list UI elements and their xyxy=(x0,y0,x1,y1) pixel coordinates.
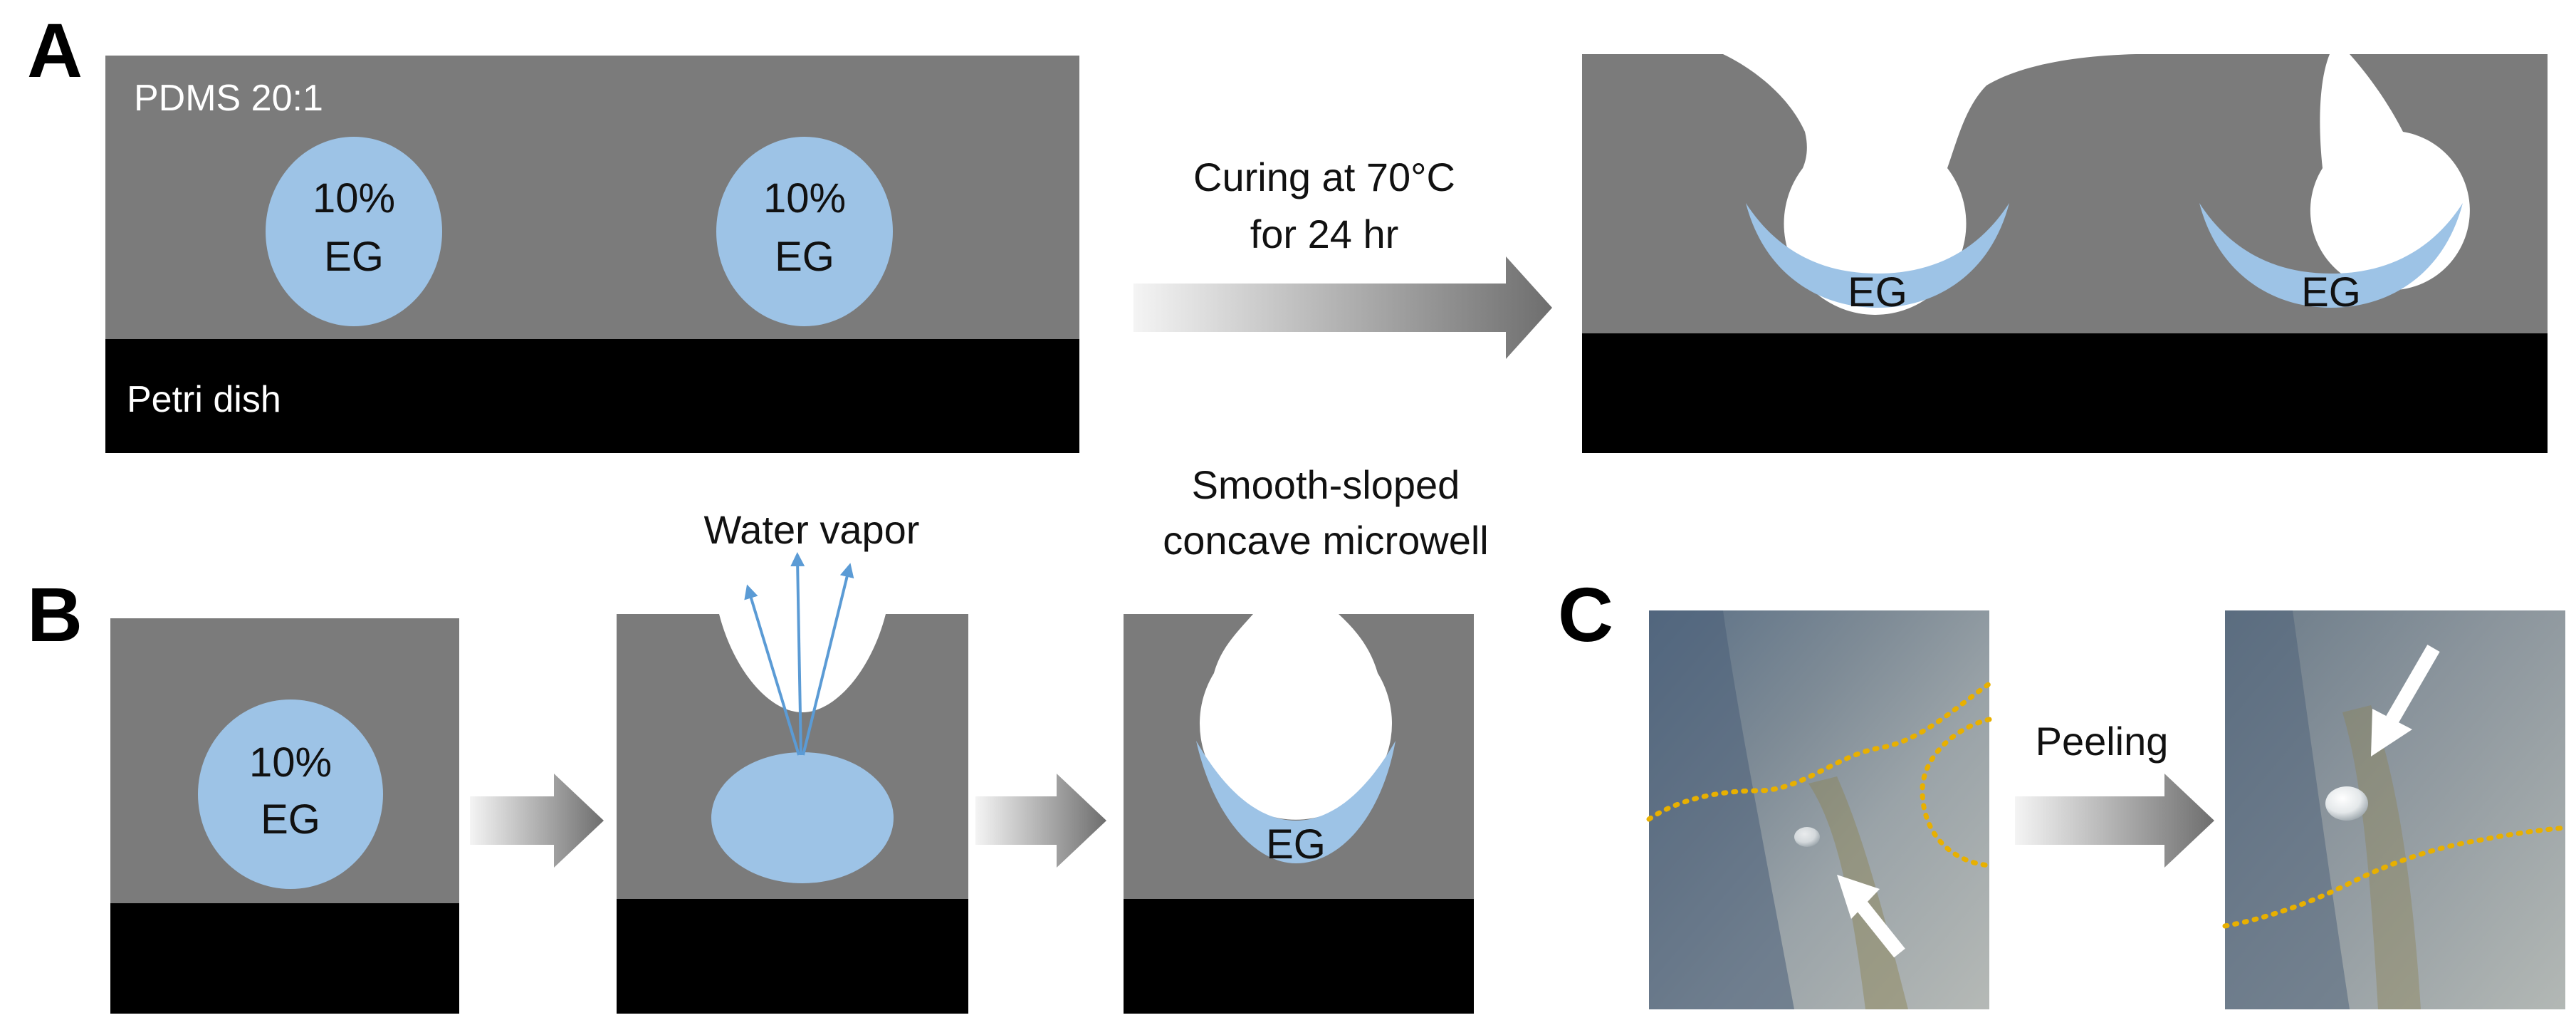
pdms-layer xyxy=(1582,54,2548,333)
panel-a-letter: A xyxy=(27,7,83,93)
result-label-line-1: Smooth-sloped xyxy=(1192,462,1460,507)
process-arrow xyxy=(975,774,1106,868)
panel-a-after: EG EG xyxy=(1582,54,2548,453)
vapor-arrow xyxy=(790,552,805,756)
microwell-spot xyxy=(2325,786,2368,821)
panel-c-letter: C xyxy=(1558,571,1613,657)
result-label-line-2: concave microwell xyxy=(1163,518,1489,563)
microwell-spot xyxy=(1794,827,1820,847)
panel-b-step-3: Smooth-sloped concave microwell EG xyxy=(1124,462,1489,1014)
pointer-arrow xyxy=(2386,644,2440,724)
eg-droplet xyxy=(266,137,442,326)
peeling-step: Peeling xyxy=(2015,719,2214,868)
droplet-ratio-label: 10% xyxy=(763,175,846,222)
droplet-ratio-label: 10% xyxy=(313,175,395,222)
vapor-arrow xyxy=(744,584,800,756)
pointer-arrow xyxy=(1854,898,1905,958)
eg-residue xyxy=(1196,741,1396,863)
pointer-arrow-head xyxy=(2371,709,2412,756)
droplet-material-label: EG xyxy=(775,234,834,280)
curing-step: Curing at 70°C for 24 hr xyxy=(1133,155,1552,359)
eg-label: EG xyxy=(1848,269,1907,316)
water-vapor-label: Water vapor xyxy=(704,507,920,552)
eg-residue xyxy=(1746,203,2009,308)
petri-dish xyxy=(110,903,459,1014)
petri-dish xyxy=(617,899,968,1014)
eg-residue xyxy=(2199,203,2463,308)
droplet-material-label: EG xyxy=(261,796,320,843)
eg-droplet xyxy=(716,137,893,326)
dashed-boundary xyxy=(1646,681,1992,822)
dashed-boundary xyxy=(1920,717,1992,868)
panel-a: A PDMS 20:1 Petri dish 10% EG 10% EG Cur… xyxy=(27,7,2548,453)
pointer-arrow-head xyxy=(1837,875,1880,919)
peeling-label: Peeling xyxy=(2036,719,2169,764)
eg-label: EG xyxy=(1266,821,1326,868)
droplet-ratio-label: 10% xyxy=(249,739,332,786)
panel-a-before: PDMS 20:1 Petri dish 10% EG 10% EG xyxy=(105,56,1079,453)
panel-b-step-2: Water vapor xyxy=(617,507,968,1014)
dashed-boundary xyxy=(2222,825,2568,929)
vapor-arrow xyxy=(802,563,854,756)
curing-step-line-2: for 24 hr xyxy=(1250,212,1399,256)
panel-b-letter: B xyxy=(27,571,83,657)
photo-shadow xyxy=(2225,610,2350,1009)
curing-step-line-1: Curing at 70°C xyxy=(1193,155,1455,199)
petri-dish xyxy=(105,339,1079,453)
photo-after-peeling xyxy=(2222,610,2568,1009)
panel-c: C Peeling xyxy=(1558,571,2568,1009)
petri-dish xyxy=(1582,333,2548,453)
pdms-label: PDMS 20:1 xyxy=(134,78,323,119)
pdms-layer xyxy=(105,56,1079,339)
panel-b-step-1: 10% EG xyxy=(110,618,459,1014)
photo-shadow xyxy=(2342,705,2421,1009)
petri-dish xyxy=(1124,899,1474,1014)
eg-label: EG xyxy=(2301,269,2361,316)
panel-b: B 10% EG Water vapor Smooth-sloped conca… xyxy=(27,462,1489,1014)
process-arrow xyxy=(470,774,604,868)
peeling-arrow xyxy=(2015,774,2214,868)
pdms-layer xyxy=(1124,614,1474,899)
photo-shadow xyxy=(1649,610,1794,1009)
droplet-material-label: EG xyxy=(324,234,384,280)
photo-before-peeling xyxy=(1646,610,1992,1009)
petri-dish-label: Petri dish xyxy=(127,379,281,420)
eg-droplet xyxy=(711,752,894,883)
curing-arrow xyxy=(1133,256,1552,359)
eg-droplet xyxy=(198,699,383,889)
